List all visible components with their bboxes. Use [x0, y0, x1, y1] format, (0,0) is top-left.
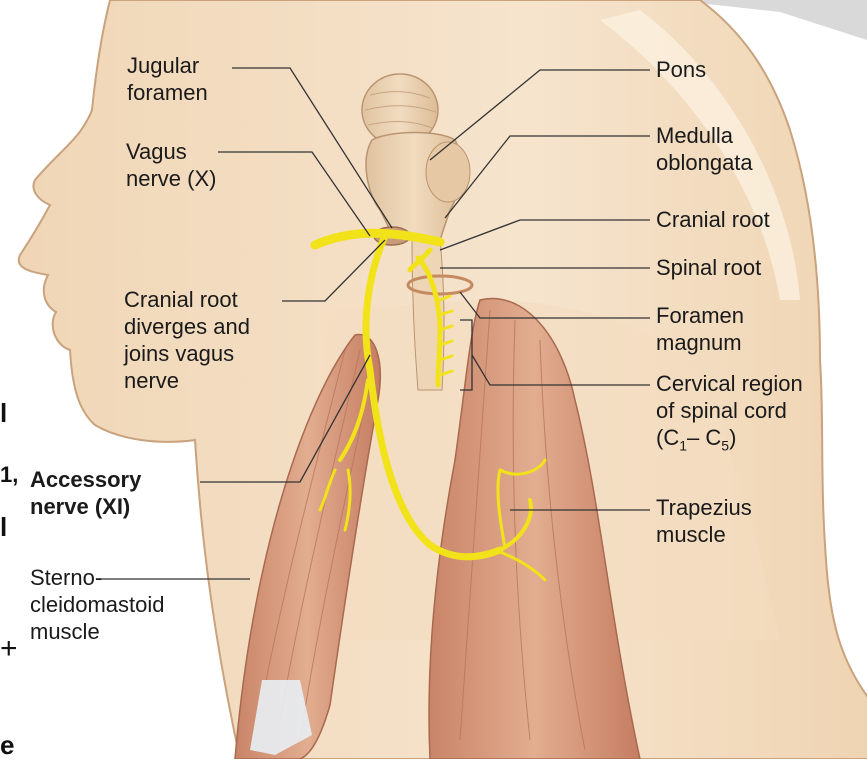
label-cranial-root-diverges: Cranial root diverges and joins vagus ne… — [124, 286, 250, 394]
label-vagus-nerve: Vagus nerve (X) — [126, 138, 216, 192]
edge-fragment: e — [0, 730, 14, 761]
label-spinal-root: Spinal root — [656, 254, 761, 281]
label-pons: Pons — [656, 56, 706, 83]
cervical-range: (C1– C5) — [656, 424, 803, 459]
edge-fragment: + — [0, 632, 18, 666]
label-cervical-region: Cervical region of spinal cord (C1– C5) — [656, 370, 803, 459]
edge-fragment: l — [0, 512, 7, 543]
label-medulla-oblongata: Medulla oblongata — [656, 122, 753, 176]
edge-fragment: l — [0, 398, 7, 429]
cerebellum-lobe — [426, 142, 470, 202]
edge-fragment: 1, — [0, 462, 18, 488]
label-accessory-nerve: Accessory nerve (XI) — [30, 466, 141, 520]
label-foramen-magnum: Foramen magnum — [656, 302, 744, 356]
label-trapezius: Trapezius muscle — [656, 494, 752, 548]
label-jugular-foramen: Jugular foramen — [127, 52, 208, 106]
label-cranial-root: Cranial root — [656, 206, 770, 233]
label-sternocleidomastoid: Sterno- cleidomastoid muscle — [30, 564, 165, 645]
